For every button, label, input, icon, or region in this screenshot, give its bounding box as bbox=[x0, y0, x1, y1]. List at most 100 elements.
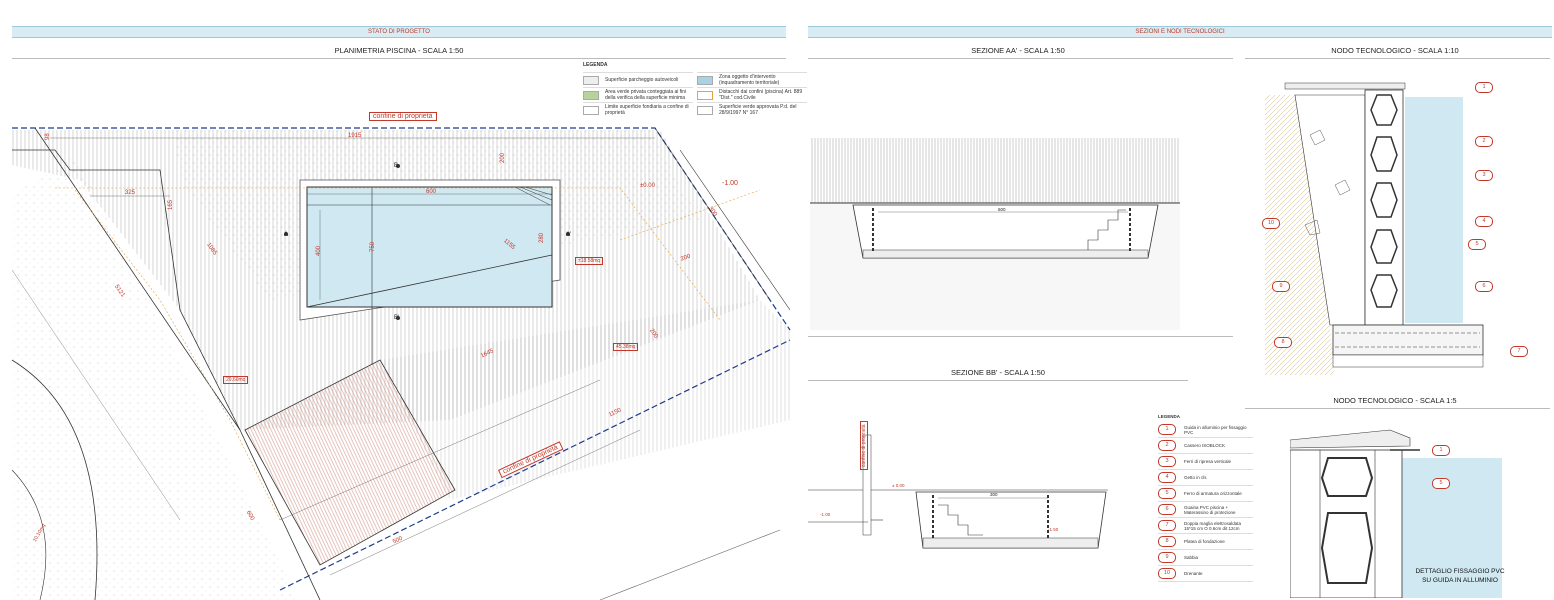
legend-number: 3 bbox=[1158, 456, 1176, 467]
node-callout-10: 10 bbox=[1262, 218, 1280, 229]
dim-label: 280 bbox=[539, 232, 545, 243]
pool bbox=[306, 186, 553, 308]
legend-text: Guaina PVC piscina + Materassino di prot… bbox=[1184, 504, 1236, 515]
parking-area bbox=[244, 359, 456, 566]
legend-number: 7 bbox=[1158, 520, 1176, 531]
legend-text: Platea di fondazione bbox=[1184, 539, 1225, 544]
dotted-zone bbox=[12, 155, 300, 600]
dim-label: 98 bbox=[45, 133, 51, 140]
level-label: -1.50 bbox=[1048, 527, 1059, 532]
legend-text: Superficie parcheggio autoveicoli bbox=[605, 77, 679, 83]
legend-text: Area verde privata conteggiata ai fini d… bbox=[605, 89, 687, 101]
legend-row: Superficie parcheggio autoveicoli bbox=[583, 72, 693, 87]
legend-text: Guida in alluminio per fissaggio PVC bbox=[1184, 424, 1247, 435]
dim-label: 600 bbox=[426, 189, 437, 195]
area-label: 45.38mq bbox=[613, 343, 639, 351]
dim-label: 165 bbox=[168, 199, 174, 210]
caption-line-1: DETTAGLIO FISSAGGIO PVC bbox=[1415, 568, 1505, 575]
divider bbox=[808, 380, 1188, 381]
section-bb-title: SEZIONE BB' - SCALA 1:50 bbox=[951, 368, 1045, 377]
legend-row: 3 Ferri di ripresa verticale bbox=[1158, 454, 1253, 470]
node-5-title: NODO TECNOLOGICO - SCALA 1:5 bbox=[1333, 396, 1457, 405]
section-mark: A bbox=[284, 232, 289, 238]
section-bb-dim: 300 bbox=[990, 492, 998, 497]
legend-number: 4 bbox=[1158, 472, 1176, 483]
section-aa-drawing bbox=[810, 138, 1180, 330]
site-plan-drawing bbox=[11, 127, 791, 600]
legend-text: Distacchi dai confini (piscina) Art. 889… bbox=[719, 89, 803, 101]
legend-text: Limite superficie fondiaria a confine di… bbox=[605, 104, 689, 116]
node-callout-5: 5 bbox=[1468, 239, 1486, 250]
legend-row: 1 Guida in alluminio per fissaggio PVC bbox=[1158, 422, 1253, 438]
legend-row: 10 Drenante bbox=[1158, 566, 1253, 582]
area-label: 29.60mq bbox=[223, 376, 249, 384]
level-label: ± 0.00 bbox=[892, 483, 905, 488]
node-callout-6: 6 bbox=[1475, 281, 1493, 292]
materials-legend: LEGENDA 1 Guida in alluminio per fissaggi… bbox=[1158, 414, 1253, 582]
legend-text: Ferri di ripresa verticale bbox=[1184, 459, 1232, 464]
node-callout-7: 7 bbox=[1510, 346, 1528, 357]
section-aa-title: SEZIONE AA' - SCALA 1:50 bbox=[971, 46, 1065, 55]
caption-line-2: SU GUIDA IN ALLUMINIO bbox=[1422, 577, 1498, 584]
legend-row: 2 Cassero ISOBLOCK bbox=[1158, 438, 1253, 454]
legend-row: Distacchi dai confini (piscina) Art. 889… bbox=[697, 87, 807, 102]
legend-heading: LEGENDA bbox=[1158, 414, 1181, 419]
node-callout-1: 1 bbox=[1475, 82, 1493, 93]
legend-number: 8 bbox=[1158, 536, 1176, 547]
node-callout-1: 1 bbox=[1432, 445, 1450, 456]
legend-row: 8 Platea di fondazione bbox=[1158, 534, 1253, 550]
legend-row: Area verde privata conteggiata ai fini d… bbox=[583, 87, 693, 102]
lawn-area bbox=[380, 300, 790, 500]
level-label: -1.00 bbox=[820, 512, 831, 517]
legend-text: Drenante bbox=[1184, 571, 1203, 576]
node-callout-9: 9 bbox=[1272, 281, 1290, 292]
section-aa-dim: 600 bbox=[998, 207, 1006, 212]
legend-number: 5 bbox=[1158, 488, 1176, 499]
plan-legend: LEGENDA Superficie parcheggio autoveicol… bbox=[583, 62, 807, 117]
legend-heading: LEGENDA bbox=[583, 62, 608, 68]
node-callout-8: 8 bbox=[1274, 337, 1292, 348]
legend-text: Zona oggetto d'intervento (inquadramento… bbox=[719, 74, 780, 86]
legend-row: Superficie verde approvata P.d. del 28/9… bbox=[697, 102, 807, 117]
node-callout-2: 2 bbox=[1475, 136, 1493, 147]
divider bbox=[808, 58, 1233, 59]
node-callout-4: 4 bbox=[1475, 216, 1493, 227]
section-mark: B bbox=[394, 163, 399, 169]
divider bbox=[1245, 58, 1550, 59]
divider bbox=[12, 58, 786, 59]
dim-label: 200 bbox=[500, 152, 506, 163]
area-label: ±18.58mq bbox=[575, 257, 604, 265]
legend-number: 1 bbox=[1158, 424, 1176, 435]
legend-text: Cassero ISOBLOCK bbox=[1184, 443, 1226, 448]
node-5-caption: DETTAGLIO FISSAGGIO PVC SU GUIDA IN ALLU… bbox=[1395, 567, 1525, 585]
dim-label: 750 bbox=[370, 241, 376, 252]
node-10-title: NODO TECNOLOGICO - SCALA 1:10 bbox=[1331, 46, 1459, 55]
legend-text: Getto in cls bbox=[1184, 475, 1207, 480]
level-label: -1.00 bbox=[722, 180, 738, 187]
legend-number: 10 bbox=[1158, 568, 1176, 579]
divider bbox=[808, 336, 1233, 337]
section-bb-confine-label: confine di proprietà bbox=[860, 421, 868, 470]
legend-text: Doppia maglia elettrosaldata 15*15 cm O … bbox=[1184, 520, 1242, 531]
section-mark: B' bbox=[394, 315, 400, 321]
legend-row: 4 Getto in cls bbox=[1158, 470, 1253, 486]
legend-row: 7 Doppia maglia elettrosaldata 15*15 cm O… bbox=[1158, 518, 1253, 534]
legend-text: Sabbia bbox=[1184, 555, 1199, 560]
legend-text: Superficie verde approvata P.d. del 28/9… bbox=[719, 104, 797, 116]
node-10-drawing bbox=[1265, 82, 1484, 375]
legend-text: Ferro di armatura orizzontale bbox=[1184, 491, 1242, 496]
legend-row: Zona oggetto d'intervento (inquadramento… bbox=[697, 72, 807, 87]
legend-number: 2 bbox=[1158, 440, 1176, 451]
node-callout-3: 3 bbox=[1475, 170, 1493, 181]
node-callout-5: 5 bbox=[1432, 478, 1450, 489]
divider bbox=[1245, 408, 1550, 409]
plan-title: PLANIMETRIA PISCINA - SCALA 1:50 bbox=[334, 46, 464, 55]
property-line-label: confine di proprietà bbox=[369, 112, 437, 121]
section-mark: A' bbox=[566, 232, 572, 238]
property-boundary bbox=[279, 339, 791, 591]
node-5-drawing bbox=[1290, 429, 1502, 598]
dim-label: 400 bbox=[316, 245, 322, 256]
level-label: ±0.00 bbox=[640, 183, 655, 189]
